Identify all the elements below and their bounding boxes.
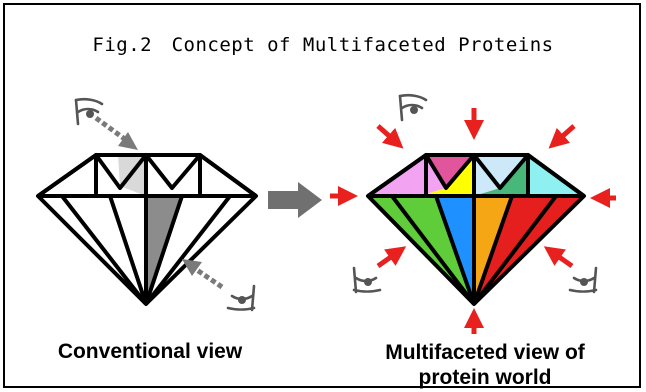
figure-title: Fig.2 Concept of Multifaceted Proteins xyxy=(92,34,554,56)
eye-icon xyxy=(74,97,104,126)
eye-icon xyxy=(568,266,598,294)
transition-arrow xyxy=(268,182,322,218)
red-arrows xyxy=(330,108,616,334)
facet-upper-mid-right xyxy=(474,155,528,196)
facet-upper-center-right xyxy=(474,155,528,196)
multifaceted-caption-line1: Multifaceted view of xyxy=(385,341,585,364)
eye-icon xyxy=(352,266,382,294)
red-arrow-bottom-left xyxy=(376,246,407,269)
facet-upper-mid-left xyxy=(426,155,474,188)
conventional-view-caption: Conventional view xyxy=(57,340,243,363)
left-diamond xyxy=(36,153,258,306)
facet-upper-center-left xyxy=(420,155,474,196)
right-diamond xyxy=(366,153,586,306)
eye-icon xyxy=(398,93,428,122)
red-arrow-bottom-right xyxy=(543,246,574,269)
left-bottom-arrow xyxy=(182,259,224,290)
eye-icon xyxy=(226,284,256,312)
red-arrow-top-left xyxy=(376,124,404,149)
red-arrow-top-right xyxy=(548,124,576,149)
multifaceted-view-caption: Multifaceted view of protein world xyxy=(345,340,625,390)
left-top-arrow xyxy=(94,115,138,150)
multifaceted-caption-line2: protein world xyxy=(418,366,552,389)
